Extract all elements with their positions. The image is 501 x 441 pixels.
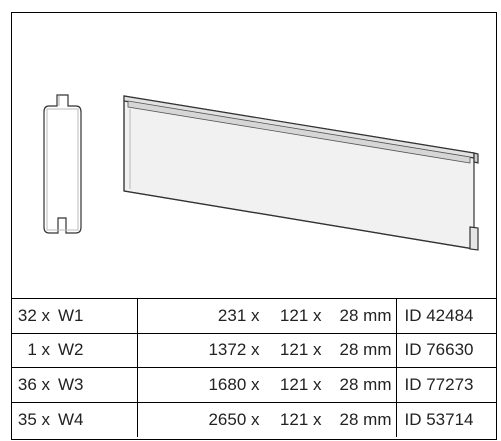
- part-id: ID 53714: [395, 401, 496, 437]
- table-row: 36 x W3 1680 x 121 x 28 mm ID 77273: [12, 367, 496, 403]
- qty-code-cell: 36 x W3: [12, 367, 138, 403]
- plank-profile-drawing: [43, 94, 82, 234]
- width: 121 x: [279, 374, 322, 394]
- length: 231 x: [217, 305, 260, 325]
- width: 121 x: [279, 409, 322, 429]
- table-row: 32 x W1 231 x 121 x 28 mm ID 42484: [12, 298, 496, 334]
- plank-perspective-drawing: [123, 95, 479, 251]
- table-row: 1 x W2 1372 x 121 x 28 mm ID 76630: [12, 332, 496, 369]
- parts-list-table: 32 x W1 231 x 121 x 28 mm ID 42484 1 x W2 13…: [12, 298, 496, 437]
- part-code: W2: [58, 340, 84, 360]
- quantity: 36 x: [17, 374, 50, 394]
- width: 121 x: [279, 340, 322, 360]
- dimensions-cell: 1680 x 121 x 28 mm: [136, 367, 397, 403]
- length: 1372 x: [208, 340, 260, 360]
- length: 2650 x: [208, 409, 260, 429]
- qty-code-cell: 35 x W4: [12, 401, 138, 437]
- width: 121 x: [279, 305, 322, 325]
- quantity: 35 x: [17, 409, 50, 429]
- plank-illustration: [12, 13, 496, 298]
- part-id: ID 77273: [395, 367, 496, 403]
- quantity: 32 x: [17, 305, 50, 325]
- table-row: 35 x W4 2650 x 121 x 28 mm ID 53714: [12, 401, 496, 437]
- thickness: 28 mm: [339, 374, 392, 394]
- part-id: ID 42484: [395, 298, 496, 334]
- thickness: 28 mm: [339, 409, 392, 429]
- thickness: 28 mm: [339, 305, 392, 325]
- dimensions-cell: 1372 x 121 x 28 mm: [136, 332, 397, 369]
- quantity: 1 x: [27, 340, 50, 360]
- dimensions-cell: 2650 x 121 x 28 mm: [136, 401, 397, 437]
- part-code: W4: [58, 409, 84, 429]
- part-code: W3: [58, 374, 84, 394]
- part-code: W1: [58, 305, 84, 325]
- part-id: ID 76630: [395, 332, 496, 369]
- parts-sheet: 32 x W1 231 x 121 x 28 mm ID 42484 1 x W2 13…: [11, 12, 497, 440]
- thickness: 28 mm: [339, 340, 392, 360]
- dimensions-cell: 231 x 121 x 28 mm: [136, 298, 397, 334]
- qty-code-cell: 1 x W2: [12, 332, 138, 369]
- qty-code-cell: 32 x W1: [12, 298, 138, 334]
- length: 1680 x: [208, 374, 260, 394]
